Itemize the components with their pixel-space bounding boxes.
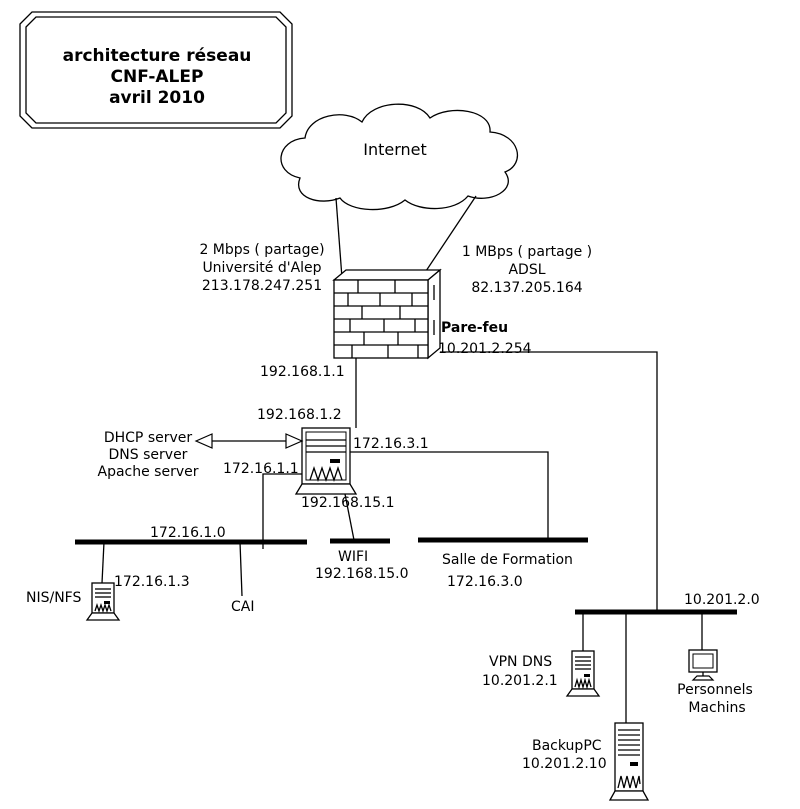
firewall-ip-wan-side: 10.201.2.254	[438, 341, 532, 357]
perso-network-address: 10.201.2.0	[684, 592, 760, 608]
cloud-icon: Internet	[280, 103, 519, 211]
vpn-name: VPN DNS	[489, 654, 552, 670]
right-link-provider: ADSL	[508, 262, 545, 278]
left-link-ip: 213.178.247.251	[202, 278, 322, 294]
router-ip-cai: 172.16.1.1	[223, 461, 299, 477]
router-ip-wifi: 192.168.15.1	[301, 495, 395, 511]
wifi-address: 192.168.15.0	[315, 566, 409, 582]
router-ip-salle: 172.16.3.1	[353, 436, 429, 452]
backup-name: BackupPC	[532, 738, 602, 754]
firewall-name: Pare-feu	[441, 320, 508, 336]
salle-address: 172.16.3.0	[447, 574, 523, 590]
link-router-cai	[262, 473, 302, 549]
title-box: architecture réseau CNF-ALEP avril 2010	[19, 11, 293, 129]
wifi-name: WIFI	[338, 549, 368, 565]
service-dns: DNS server	[109, 447, 188, 463]
personnels-line-2: Machins	[688, 700, 745, 716]
internet-label: Internet	[363, 140, 427, 159]
link-firewall-perso	[440, 351, 658, 612]
server-icon	[565, 650, 601, 697]
link-router-salle	[350, 451, 549, 540]
nis-name: NIS/NFS	[26, 590, 81, 606]
firewall-icon	[332, 268, 442, 360]
link-nis	[101, 541, 105, 584]
uplink-left	[335, 197, 343, 279]
server-icon	[294, 427, 358, 495]
title-line-3: avril 2010	[109, 88, 205, 108]
cai-network-address: 172.16.1.0	[150, 525, 226, 541]
server-icon	[85, 582, 121, 621]
nis-ip: 172.16.1.3	[114, 574, 190, 590]
right-link-bandwidth: 1 MBps ( partage )	[462, 244, 592, 260]
left-link-bandwidth: 2 Mbps ( partage)	[199, 242, 324, 258]
server-icon	[608, 722, 650, 801]
uplink-right	[419, 195, 477, 281]
service-dhcp: DHCP server	[104, 430, 193, 446]
salle-name: Salle de Formation	[442, 552, 573, 568]
title-line-1: architecture réseau	[63, 46, 252, 66]
router-ip-top: 192.168.1.2	[257, 407, 342, 423]
arrow-right-icon	[285, 433, 304, 449]
firewall-ip-lan: 192.168.1.1	[260, 364, 345, 380]
title-line-2: CNF-ALEP	[111, 67, 204, 87]
right-link-ip: 82.137.205.164	[471, 280, 582, 296]
personnels-line-1: Personnels	[677, 682, 753, 698]
backup-ip: 10.201.2.10	[522, 756, 607, 772]
cai-network-name: CAI	[231, 599, 254, 615]
vpn-ip: 10.201.2.1	[482, 673, 558, 689]
monitor-icon	[688, 649, 718, 681]
service-apache: Apache server	[98, 464, 199, 480]
left-link-provider: Université d'Alep	[202, 260, 321, 276]
cai-drop-line	[239, 541, 243, 597]
link-router-wifi	[344, 493, 355, 541]
arrow-left-icon	[194, 433, 213, 449]
